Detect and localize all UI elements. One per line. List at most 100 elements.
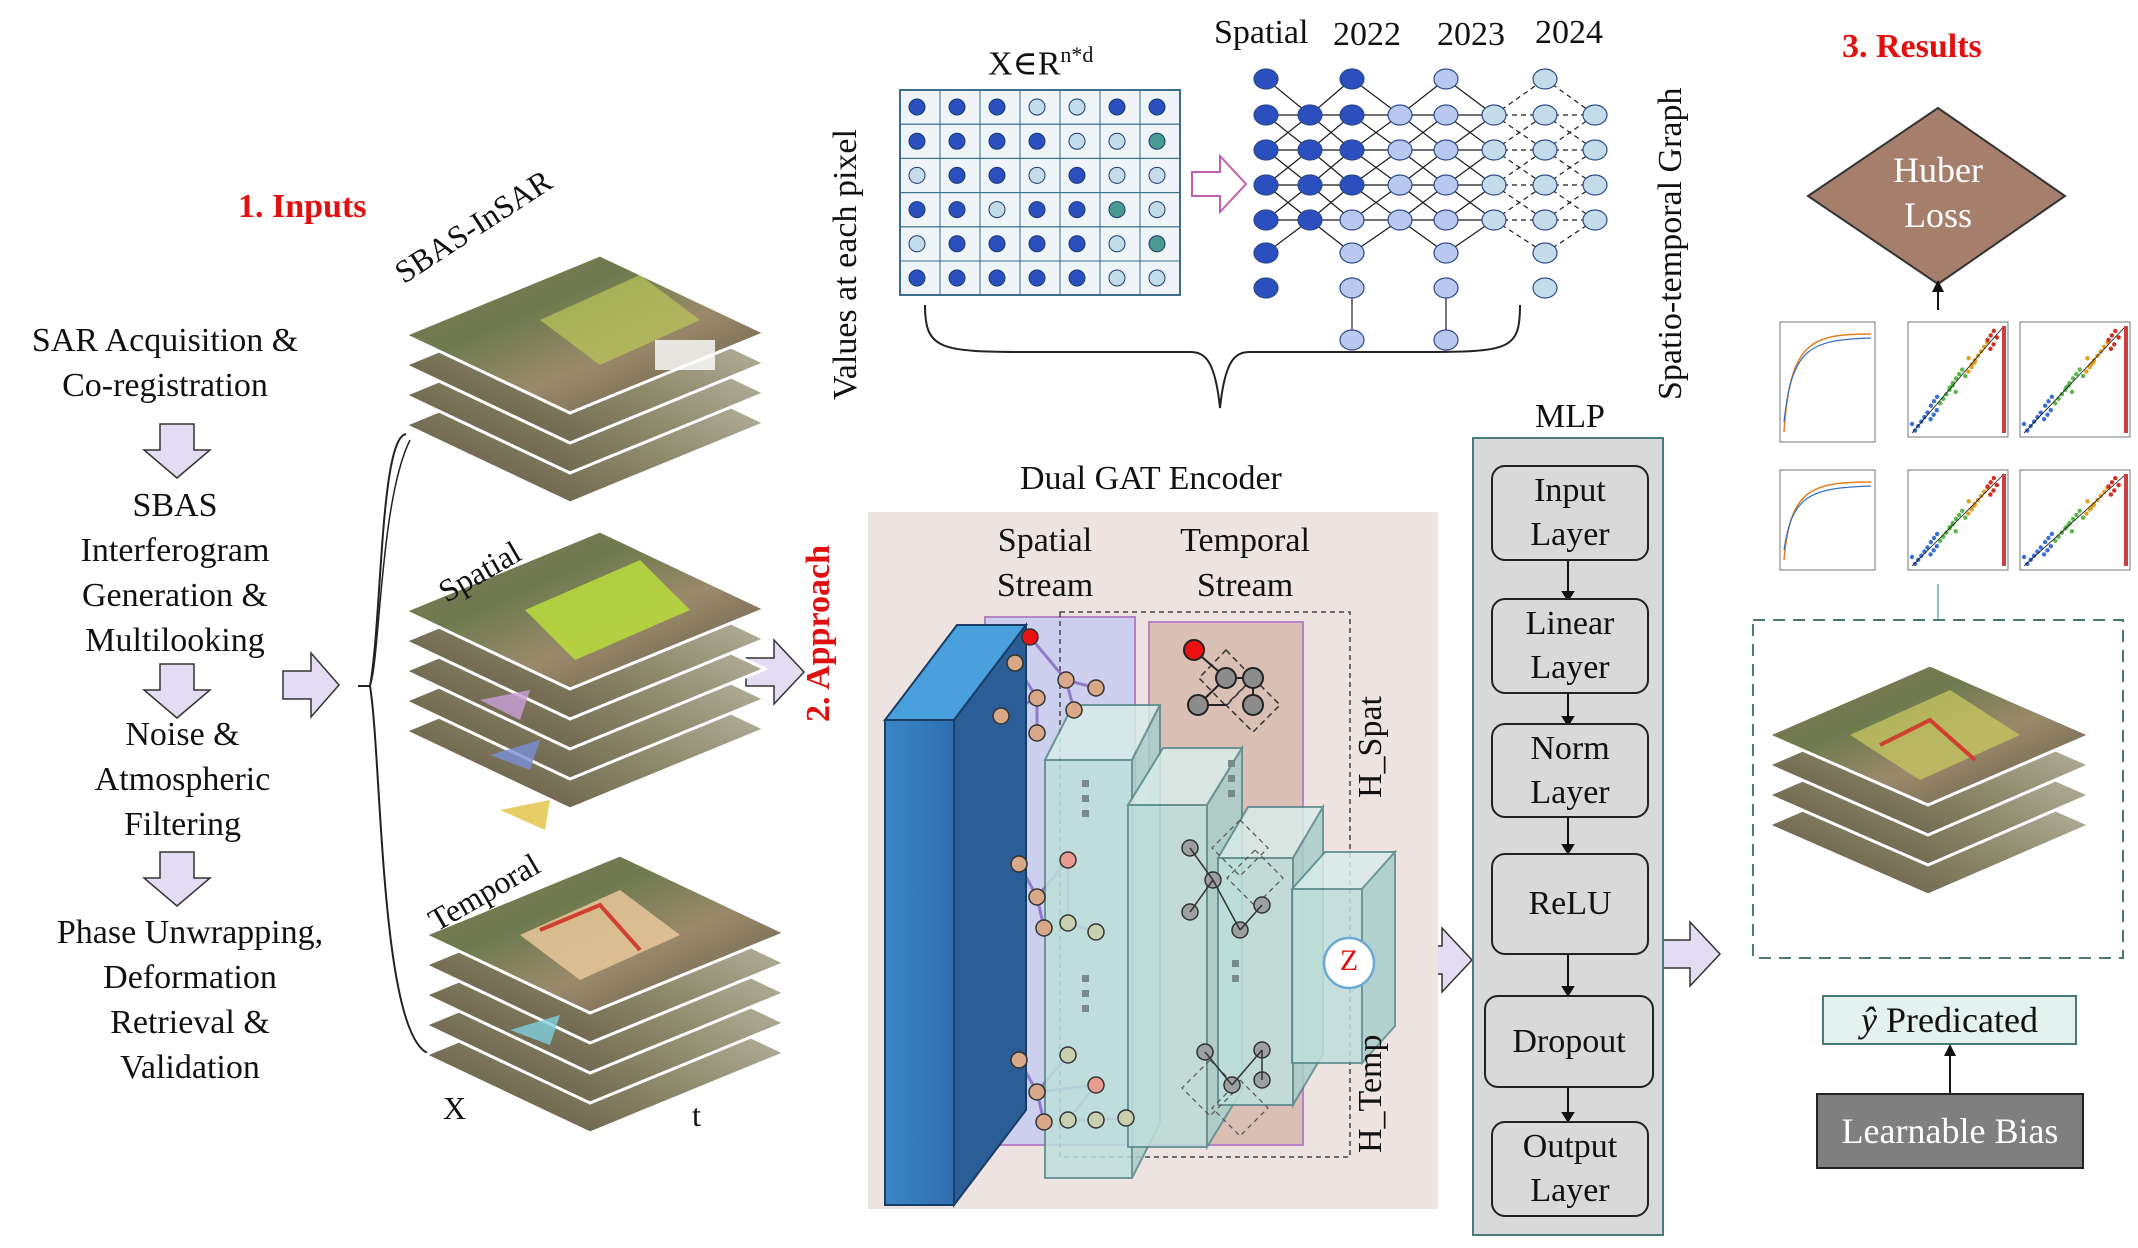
bias-arrow — [1944, 1044, 1956, 1094]
temporal-stack — [421, 853, 789, 1135]
graph-node — [1339, 104, 1365, 126]
huber-loss-label: Huber Loss — [1893, 150, 1983, 235]
step-acquisition: SAR Acquisition & Co-registration — [31, 322, 299, 404]
graph-node — [1253, 242, 1279, 264]
graph-node — [1387, 209, 1413, 231]
results-title: 3. Results — [1842, 28, 1982, 65]
stream-node — [1028, 888, 1046, 906]
graph-node — [1532, 174, 1558, 196]
right-arrow-icon — [282, 638, 1722, 994]
step-interferogram: SBAS Interferogram Generation & Multiloo… — [80, 487, 270, 659]
graph-node — [1481, 139, 1507, 161]
matrix-node — [1148, 132, 1166, 150]
mlp-output-layer: Output Layer — [1491, 1121, 1649, 1217]
matrix-node — [1028, 166, 1046, 184]
matrix-node — [1068, 269, 1086, 287]
stream-node — [1059, 1111, 1077, 1129]
matrix-node — [1108, 166, 1126, 184]
matrix-node — [1068, 132, 1086, 150]
graph-node — [1339, 68, 1365, 90]
matrix-node — [988, 132, 1006, 150]
matrix-node — [1148, 201, 1166, 219]
approach-title: 2. Approach — [800, 545, 837, 722]
matrix-node — [1108, 235, 1126, 253]
graph-node — [1339, 139, 1365, 161]
spatial-stream-label: Spatial Stream — [996, 522, 1094, 604]
stream-node — [1117, 1109, 1135, 1127]
stream-node — [1065, 701, 1083, 719]
matrix-node — [908, 269, 926, 287]
graph-node — [1532, 139, 1558, 161]
stream-node — [1087, 923, 1105, 941]
gat-layer-blocks — [1043, 704, 1398, 1179]
matrix-node — [988, 166, 1006, 184]
stream-node — [1035, 1113, 1053, 1131]
stream-node — [1035, 919, 1053, 937]
graph-node — [1582, 104, 1608, 126]
brace — [358, 433, 431, 1055]
inputs-title: 1. Inputs — [238, 188, 367, 225]
col-label-2022: 2022 — [1333, 16, 1401, 53]
matrix-node — [1108, 132, 1126, 150]
stream-node — [1059, 914, 1077, 932]
result-map-stack — [1764, 663, 2094, 897]
matrix-node — [1148, 269, 1166, 287]
matrix-node — [1028, 269, 1046, 287]
spatio-temporal-label: Spatio-temporal Graph — [1652, 87, 1689, 400]
value-matrix — [899, 89, 1181, 296]
graph-node — [1339, 209, 1365, 231]
graph-node — [1582, 209, 1608, 231]
spatial-stack — [401, 529, 769, 830]
graph-node — [1297, 209, 1323, 231]
graph-node — [1387, 104, 1413, 126]
graph-node — [1253, 68, 1279, 90]
col-label-spatial: Spatial — [1214, 14, 1309, 51]
matrix-node — [1148, 98, 1166, 116]
matrix-node — [1028, 98, 1046, 116]
step-filtering: Noise & Atmospheric Filtering — [94, 716, 271, 843]
h-temp-label: H_Temp — [1352, 1034, 1389, 1154]
graph-node — [1582, 139, 1608, 161]
graph-node — [1433, 139, 1459, 161]
graph-node — [1339, 242, 1365, 264]
encoder-title: Dual GAT Encoder — [1020, 460, 1282, 497]
col-label-2024: 2024 — [1535, 14, 1603, 51]
stream-node — [992, 707, 1010, 725]
graph-node — [1297, 139, 1323, 161]
stream-node — [1087, 1111, 1105, 1129]
graph-node — [1253, 139, 1279, 161]
matrix-node — [988, 269, 1006, 287]
prediction-box — [1822, 995, 2077, 1045]
matrix-node — [1148, 235, 1166, 253]
graph-node — [1481, 174, 1507, 196]
mlp-dropout-layer: Dropout — [1484, 995, 1654, 1088]
stream-node — [1028, 689, 1046, 707]
matrix-node — [988, 201, 1006, 219]
stream-node — [1010, 855, 1028, 873]
stream-node — [1028, 724, 1046, 742]
graph-node — [1481, 104, 1507, 126]
matrix-node — [1068, 166, 1086, 184]
graph-node — [1532, 104, 1558, 126]
graph-node — [1339, 277, 1365, 299]
stream-node — [1087, 1076, 1105, 1094]
matrix-node — [1028, 201, 1046, 219]
graph-node — [1297, 104, 1323, 126]
graph-node — [1253, 209, 1279, 231]
validation-plots — [1768, 312, 2138, 584]
matrix-node — [1068, 201, 1086, 219]
matrix-node — [908, 132, 926, 150]
learnable-bias-box — [1816, 1093, 2084, 1169]
graph-node — [1532, 277, 1558, 299]
matrix-node — [908, 98, 926, 116]
matrix-label: X∈Rn*d — [988, 42, 1094, 83]
matrix-node — [948, 132, 966, 150]
matrix-node — [1108, 98, 1126, 116]
z-node — [1322, 936, 1376, 990]
down-arrow-icon — [141, 423, 213, 907]
graph-node — [1387, 139, 1413, 161]
matrix-node — [948, 235, 966, 253]
col-label-2023: 2023 — [1437, 16, 1505, 53]
graph-node — [1433, 277, 1459, 299]
